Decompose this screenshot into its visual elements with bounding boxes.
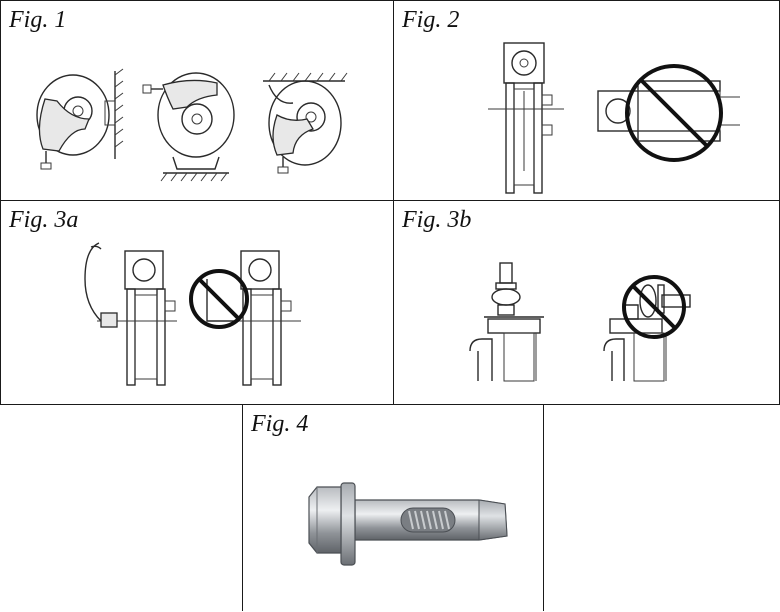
fig2-label: Fig. 2 bbox=[402, 7, 460, 33]
reel-horizontal-incorrect bbox=[597, 80, 740, 142]
fig2-drawing bbox=[488, 42, 740, 194]
fig3a-label: Fig. 3a bbox=[9, 207, 79, 233]
reel-ceiling-mount bbox=[263, 72, 348, 174]
reel-with-hose-correct bbox=[84, 242, 177, 386]
prohibited-icon bbox=[625, 64, 723, 162]
fig3b-label: Fig. 3b bbox=[402, 207, 472, 233]
fig3b-drawing bbox=[469, 262, 691, 382]
fig3a-drawing bbox=[84, 242, 301, 386]
reel-wall-mount bbox=[36, 68, 124, 170]
prohibited-icon bbox=[622, 275, 686, 339]
fig4-panel: Fig. 4 bbox=[242, 404, 544, 611]
prohibited-icon bbox=[189, 269, 249, 329]
fig1-drawing bbox=[36, 68, 348, 182]
reel-side-view-correct bbox=[488, 42, 564, 194]
anchor-bolt-image bbox=[308, 482, 508, 566]
fig4-drawing bbox=[308, 482, 508, 566]
swivel-horizontal-incorrect bbox=[603, 284, 691, 382]
fig1-label: Fig. 1 bbox=[9, 7, 67, 33]
fig1-panel: Fig. 1 bbox=[0, 0, 394, 201]
reel-floor-mount bbox=[142, 72, 235, 182]
swivel-vertical-correct bbox=[469, 262, 544, 382]
fig2-panel: Fig. 2 bbox=[393, 0, 780, 201]
fig3b-panel: Fig. 3b bbox=[393, 200, 780, 405]
fig3a-panel: Fig. 3a bbox=[0, 200, 394, 405]
fig4-label: Fig. 4 bbox=[251, 411, 309, 437]
